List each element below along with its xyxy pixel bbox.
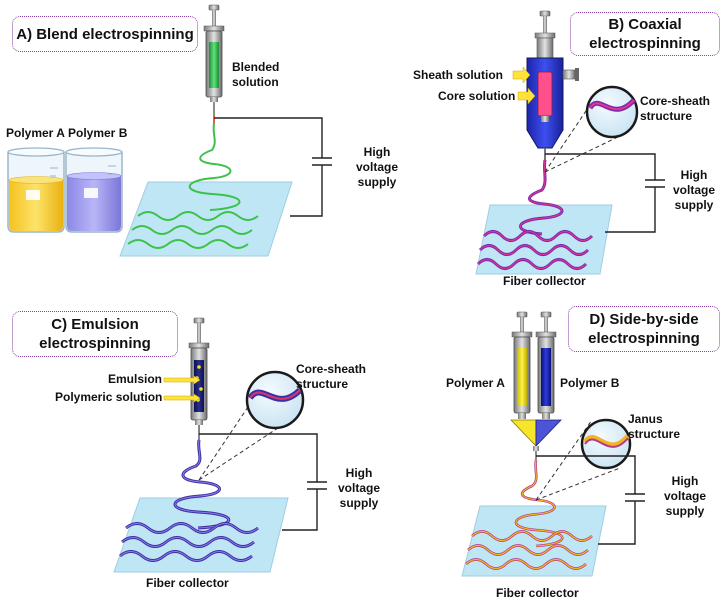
panel-b-title-line-1: B) Coaxial — [608, 16, 682, 33]
label-fiber-collector-b: Fiber collector — [503, 274, 586, 288]
beaker-polymer-a — [7, 147, 65, 233]
label-fiber-collector-d: Fiber collector — [496, 586, 579, 600]
label-supply-d-line-3: supply — [665, 504, 705, 518]
label-core-sheath-c-line-1: Core-sheath — [296, 362, 367, 376]
label-fiber-collector-c: Fiber collector — [146, 576, 229, 590]
beaker-polymer-b — [65, 147, 123, 233]
panel-d-title-line-1: D) Side-by-side — [589, 311, 699, 328]
label-polymeric-solution: Polymeric solution — [55, 390, 163, 404]
collector-plate-d — [461, 505, 607, 577]
panel-c-artwork — [113, 317, 327, 573]
panel-a-artwork — [7, 4, 332, 257]
panel-a-title-text: A) Blend electrospinning — [16, 25, 194, 43]
panel-b-title-line-2: electrospinning — [589, 35, 701, 52]
panel-b-artwork — [475, 10, 665, 275]
label-blended-line-1: Blended — [232, 60, 280, 74]
label-core-sheath-b-line-1: Core-sheath — [640, 94, 711, 108]
label-core-sheath-c: Core-sheath structure — [296, 362, 366, 392]
panel-a-title: A) Blend electrospinning — [12, 16, 198, 52]
label-supply-b: High voltage supply — [664, 168, 724, 213]
panel-c-title-line-1: C) Emulsion — [51, 316, 139, 333]
label-supply-c: High voltage supply — [324, 466, 394, 511]
label-supply-c-line-2: voltage — [337, 481, 380, 495]
label-supply-d-line-2: voltage — [663, 489, 706, 503]
syringe-coaxial — [526, 10, 579, 160]
label-polymer-b: Polymer B — [68, 126, 128, 140]
label-core-sheath-b-line-2: structure — [640, 109, 693, 123]
label-core-solution: Core solution — [438, 89, 516, 103]
label-supply-d: High voltage supply — [650, 474, 720, 519]
label-polymer-b-d: Polymer B — [560, 376, 620, 390]
label-janus-line-2: structure — [628, 427, 681, 441]
syringe-blend — [203, 4, 225, 124]
label-blended-solution: Blended solution — [232, 60, 279, 90]
label-supply-a-line-1: High — [363, 145, 391, 159]
label-polymer-a-d: Polymer A — [446, 376, 505, 390]
syringe-side-by-side — [510, 311, 562, 460]
label-blended-line-2: solution — [232, 75, 279, 89]
label-polymer-a: Polymer A — [6, 126, 65, 140]
panel-c-title-line-2: electrospinning — [39, 335, 151, 352]
label-supply-a: High voltage supply — [342, 145, 412, 190]
label-supply-c-line-1: High — [345, 466, 373, 480]
zoom-lens-b — [585, 85, 639, 139]
label-supply-b-line-3: supply — [674, 198, 714, 212]
label-supply-c-line-3: supply — [339, 496, 379, 510]
collector-plate-c — [113, 497, 289, 573]
label-supply-b-line-1: High — [680, 168, 708, 182]
panel-b-title: B) Coaxial electrospinning — [570, 12, 720, 56]
panel-d-title-line-2: electrospinning — [588, 330, 700, 347]
label-sheath-solution: Sheath solution — [413, 68, 503, 82]
label-janus-structure: Janus structure — [628, 412, 680, 442]
label-supply-b-line-2: voltage — [672, 183, 715, 197]
label-core-sheath-b: Core-sheath structure — [640, 94, 710, 124]
panel-c-title: C) Emulsion electrospinning — [12, 311, 178, 357]
blend-fiber-mat — [127, 211, 259, 249]
label-supply-d-line-1: High — [671, 474, 699, 488]
blend-fiber-jet — [188, 123, 241, 211]
label-core-sheath-c-line-2: structure — [296, 377, 349, 391]
label-emulsion: Emulsion — [108, 372, 163, 386]
label-supply-a-line-2: voltage — [355, 160, 398, 174]
panel-d-artwork — [461, 311, 645, 577]
panel-d-title: D) Side-by-side electrospinning — [568, 306, 720, 352]
label-janus-line-1: Janus — [628, 412, 663, 426]
label-supply-a-line-3: supply — [357, 175, 397, 189]
